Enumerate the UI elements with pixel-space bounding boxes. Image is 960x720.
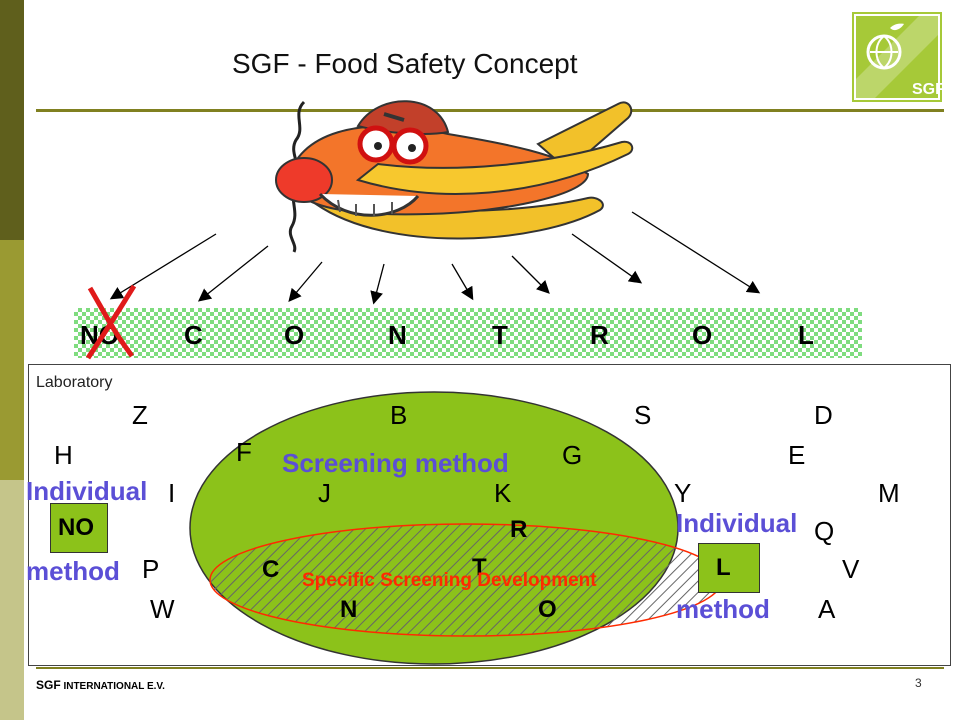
letter-f: F: [236, 437, 252, 467]
arrow-2: [197, 245, 269, 302]
letter-s: S: [634, 400, 652, 430]
control-letter-r: R: [590, 320, 609, 350]
letter-j: J: [318, 478, 331, 508]
cross-out-icon: [85, 284, 137, 360]
inner-letter-n: N: [340, 596, 358, 623]
footer-brand-rest: INTERNATIONAL E.V.: [60, 681, 165, 692]
method-label-right: method: [676, 594, 770, 624]
letter-m: M: [878, 478, 900, 508]
individual-box-right: [698, 543, 760, 593]
letter-v: V: [842, 554, 860, 584]
letter-p: P: [142, 554, 160, 584]
footer-brand: SGF INTERNATIONAL E.V.: [36, 678, 165, 692]
footer-rule: [36, 667, 944, 669]
boxed-letter-l: L: [716, 554, 731, 581]
control-letter-n: N: [388, 320, 407, 350]
arrow-1: [109, 233, 217, 300]
arrow-4: [370, 263, 385, 305]
inner-letter-t: T: [472, 554, 487, 581]
inner-letter-r: R: [510, 516, 528, 543]
logo-text: SGF: [912, 81, 942, 98]
laboratory-label: Laboratory: [36, 374, 113, 391]
slide-title: SGF - Food Safety Concept: [232, 48, 578, 79]
arrow-3: [288, 261, 323, 302]
control-letter-o1: O: [284, 320, 305, 350]
letter-e: E: [788, 440, 806, 470]
letter-d: D: [814, 400, 833, 430]
letter-z: Z: [132, 400, 148, 430]
sidebar-dark: [0, 0, 24, 240]
arrow-8: [631, 211, 761, 294]
inner-letter-o: O: [538, 596, 557, 623]
letter-g: G: [562, 440, 583, 470]
control-band: [74, 308, 862, 358]
control-letter-o2: O: [692, 320, 713, 350]
letter-k: K: [494, 478, 512, 508]
control-letter-c: C: [184, 320, 203, 350]
screening-method-label: Screening method: [282, 448, 509, 478]
letter-y: Y: [674, 478, 692, 508]
sgf-logo: SGF: [852, 12, 945, 102]
sidebar-light: [0, 480, 24, 720]
letter-a: A: [818, 594, 836, 624]
individual-label-left: Individual: [26, 476, 148, 506]
specific-screening-label: Specific Screening Development: [302, 570, 597, 591]
arrow-7: [571, 233, 643, 284]
letter-b: B: [390, 400, 408, 430]
letter-h: H: [54, 440, 73, 470]
arrow-5: [451, 263, 474, 301]
individual-box-left: [50, 503, 108, 553]
footer-brand-main: SGF: [36, 678, 61, 692]
letter-w: W: [150, 594, 175, 624]
control-letter-l: L: [798, 320, 814, 350]
individual-label-right: Individual: [676, 508, 798, 538]
letter-q: Q: [814, 516, 835, 546]
sidebar-mid: [0, 240, 24, 480]
method-label-left: method: [26, 556, 120, 586]
page-number: 3: [915, 676, 922, 690]
header-rule: [36, 109, 944, 112]
boxed-letter-no: NO: [58, 514, 94, 541]
control-letter-t: T: [492, 320, 508, 350]
airplane-illustration: [208, 84, 638, 254]
letter-i: I: [168, 478, 176, 508]
arrow-6: [511, 255, 550, 294]
inner-letter-c: C: [262, 556, 280, 583]
